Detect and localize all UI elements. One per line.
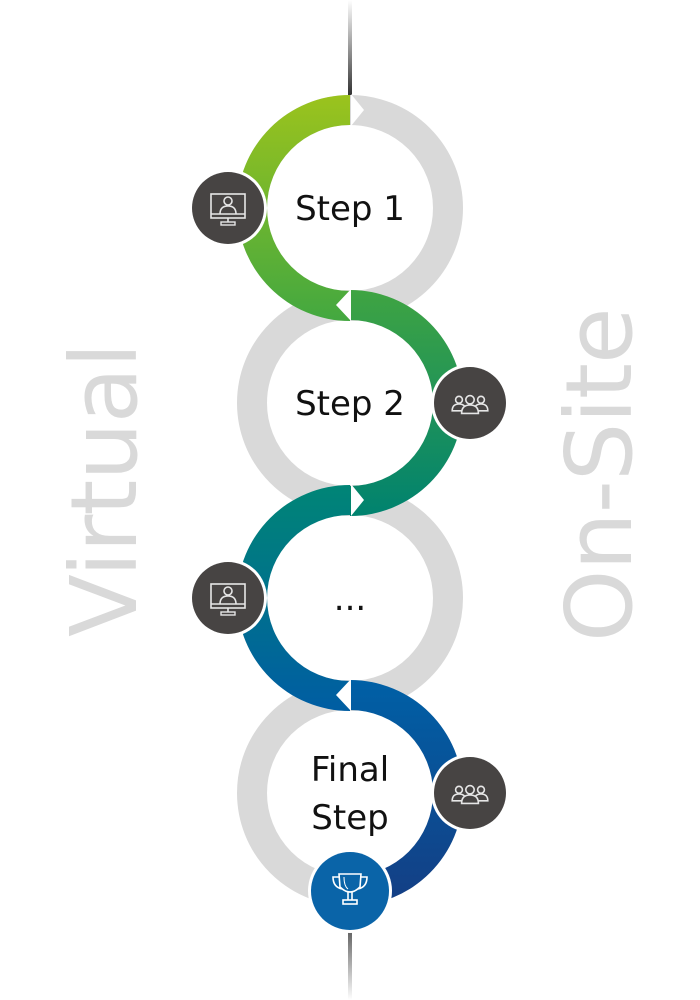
step-arc-1 bbox=[237, 95, 350, 321]
step-label: ... bbox=[334, 579, 366, 619]
step-label: Step 2 bbox=[295, 384, 405, 424]
step-arc-2 bbox=[350, 290, 463, 516]
computer-user-icon bbox=[210, 193, 246, 226]
step-arc-3 bbox=[237, 485, 350, 711]
bottom-connector-line bbox=[348, 925, 352, 1000]
step-label: Step 1 bbox=[295, 189, 405, 229]
step-label: Step bbox=[311, 798, 388, 838]
trophy-icon bbox=[332, 873, 368, 905]
on-site-badge bbox=[431, 754, 509, 832]
arcs-layer bbox=[237, 94, 463, 906]
arrow-notch bbox=[336, 679, 351, 711]
virtual-badge bbox=[189, 559, 267, 637]
computer-user-icon bbox=[210, 583, 246, 616]
on-site-badge bbox=[431, 364, 509, 442]
step-label: Final bbox=[311, 750, 389, 790]
virtual-badge bbox=[189, 169, 267, 247]
arrow-notch bbox=[351, 94, 364, 126]
badges-layer bbox=[189, 169, 509, 933]
top-connector-line bbox=[348, 0, 352, 95]
group-icon bbox=[451, 394, 489, 415]
goal-badge bbox=[308, 849, 392, 933]
step-arc-4 bbox=[350, 680, 463, 906]
group-icon bbox=[451, 784, 489, 805]
arrow-notch bbox=[336, 289, 351, 321]
arrow-notch bbox=[351, 484, 364, 516]
